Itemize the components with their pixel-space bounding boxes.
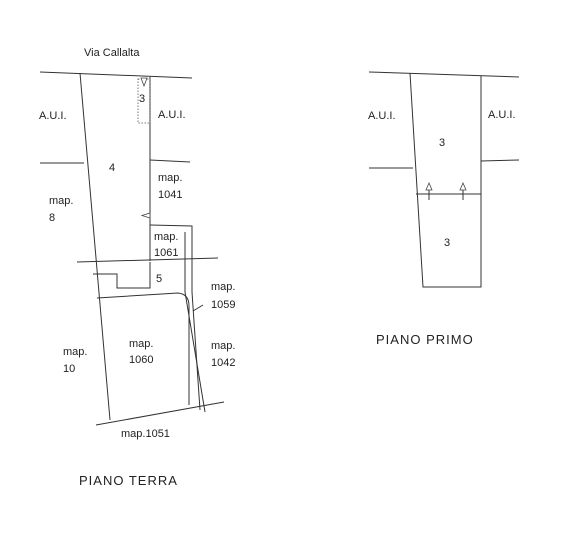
up-arrow-left-icon — [425, 181, 433, 191]
up-arrow-right-icon — [459, 181, 467, 191]
map1060-label-line1: map. — [129, 338, 153, 350]
street-label: Via Callalta — [84, 47, 140, 59]
unit-4-left-wall — [79, 72, 111, 421]
map1051-boundary — [95, 401, 225, 426]
unit-4-label: 4 — [109, 162, 115, 174]
map8-label-line1: map. — [49, 195, 73, 207]
map1059-label-line1: map. — [211, 281, 235, 293]
map1041-label-line1: map. — [158, 172, 182, 184]
first-floor-street-line — [368, 71, 520, 78]
map8-label-line2: 8 — [49, 212, 55, 224]
map1042-label-line1: map. — [211, 340, 235, 352]
first-floor-plan: A.U.I. A.U.I. 3 3 PIANO PRIMO — [368, 71, 520, 347]
map1061-label-line1: map. — [154, 231, 178, 243]
unit-5-label: 5 — [156, 273, 162, 285]
map1059-leader — [192, 304, 204, 312]
map1061-label-line2: 1061 — [154, 247, 178, 259]
corridor-outer-line — [191, 291, 201, 411]
side-entrance-arrow-icon — [140, 212, 151, 219]
entrance-arrow-icon — [140, 77, 148, 88]
aui-left-label: A.U.I. — [39, 110, 67, 122]
corridor-inner-line — [184, 232, 206, 413]
map10-label-line2: 10 — [63, 363, 75, 375]
street-line — [39, 71, 193, 79]
first-floor-unit-3-top-label: 3 — [439, 137, 445, 149]
first-floor-title: PIANO PRIMO — [376, 332, 474, 347]
first-floor-unit-3-bottom-label: 3 — [444, 237, 450, 249]
first-floor-right-divider — [480, 159, 520, 162]
map1059-label-line2: 1059 — [211, 299, 235, 311]
map1041-label-line2: 1041 — [158, 189, 182, 201]
map10-divider — [76, 257, 219, 263]
map1041-divider — [149, 159, 191, 163]
map1051-label: map.1051 — [121, 428, 170, 440]
map1060-label-line2: 1060 — [129, 354, 153, 366]
ground-floor-plan: Via Callalta A.U.I. A.U.I. 3 4 5 map. 10… — [39, 47, 235, 488]
first-floor-unit-outline — [409, 72, 482, 288]
map1061-outline — [149, 224, 193, 292]
first-floor-aui-right-label: A.U.I. — [488, 109, 516, 121]
ground-floor-title: PIANO TERRA — [79, 473, 178, 488]
aui-right-label: A.U.I. — [158, 109, 186, 121]
map1042-label-line2: 1042 — [211, 357, 235, 369]
map10-label-line1: map. — [63, 346, 87, 358]
unit-3-label: 3 — [139, 93, 145, 105]
unit-5-outline — [93, 262, 151, 289]
map1060-outline — [96, 292, 190, 405]
first-floor-aui-left-label: A.U.I. — [368, 110, 396, 122]
